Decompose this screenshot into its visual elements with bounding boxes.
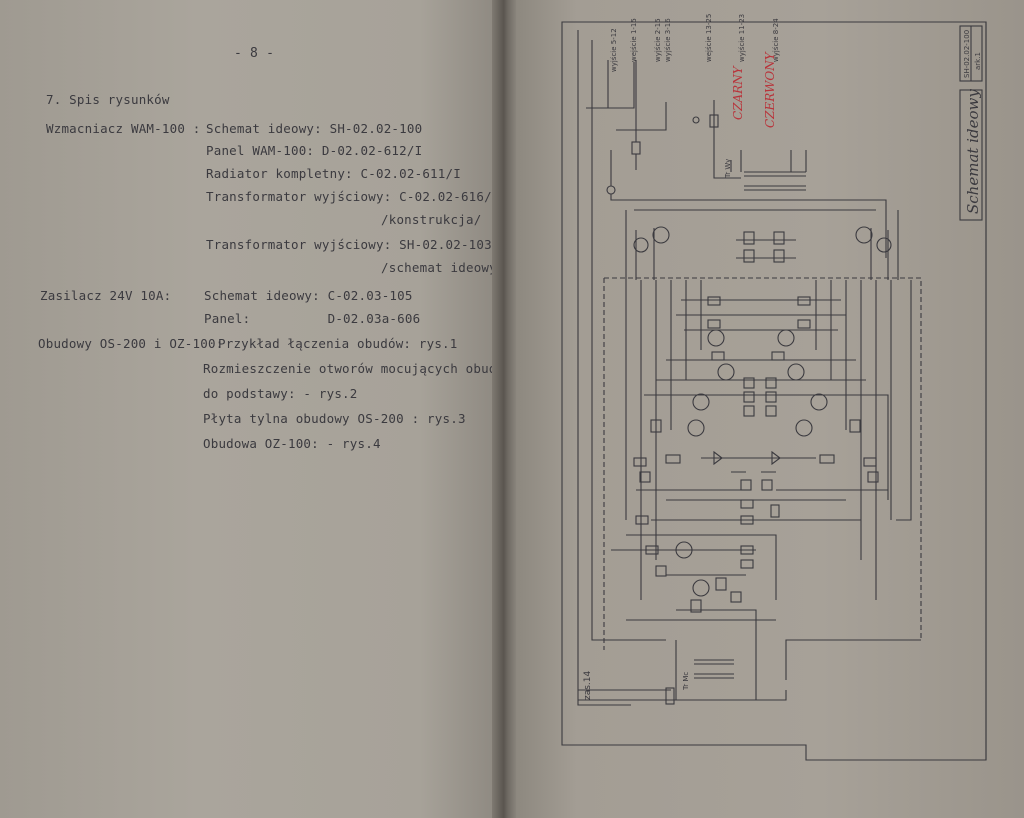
drawing-line: /konstrukcja/	[381, 212, 482, 227]
drawing-line: Transformator wyjściowy: C-02.02-616/I	[206, 189, 494, 204]
group-label-amplifier: Wzmacniacz WAM-100 :	[46, 121, 201, 136]
terminal-label: wyjście 8-24	[772, 18, 780, 62]
title-block-sheet: ark.1	[974, 52, 982, 70]
left-page: - 8 - 7. Spis rysunków Wzmacniacz WAM-10…	[0, 0, 494, 818]
terminal-label: wyjście 5-12	[610, 28, 618, 72]
drawing-line: Schemat ideowy: C-02.03-105	[204, 288, 413, 303]
terminal-label: wyjście 2-15	[654, 18, 662, 62]
drawing-line: Obudowa OZ-100: - rys.4	[203, 436, 381, 451]
terminal-label: wejście 1-15	[630, 18, 638, 62]
drawing-line: Przykład łączenia obudów: rys.1	[218, 336, 458, 351]
terminal-label: wyjście 11-23	[738, 14, 746, 62]
red-annotation: CZERWONY	[763, 51, 777, 128]
drawing-line: Transformator wyjściowy: SH-02.02-103/I	[206, 237, 494, 252]
group-label-power-supply: Zasilacz 24V 10A:	[40, 288, 172, 303]
terminal-label: wejście 13-25	[705, 14, 713, 62]
circuit-schematic: wyjście 5-12 wejście 1-15 wyjście 2-15 w…	[561, 14, 987, 761]
group-label-enclosures: Obudowy OS-200 i OZ-100:	[38, 336, 224, 351]
title-block-code: SH-02.02-100	[963, 30, 971, 78]
transformer-label: Tr Mc	[682, 672, 690, 691]
drawing-line: do podstawy: - rys.2	[203, 386, 358, 401]
section-title: 7. Spis rysunków	[46, 92, 170, 107]
drawing-line: Schemat ideowy: SH-02.02-100	[206, 121, 423, 136]
drawing-line: /schemat ideowy/	[381, 260, 494, 275]
power-label: zas.14	[583, 670, 593, 700]
schematic-title: Schemat ideowy	[964, 89, 982, 214]
book-gutter	[492, 0, 518, 818]
terminal-label: wyjście 3-16	[664, 18, 672, 62]
right-page: wyjście 5-12 wejście 1-15 wyjście 2-15 w…	[516, 0, 1024, 818]
drawing-line: Rozmieszczenie otworów mocujących obudo	[203, 361, 494, 376]
drawing-line: Radiator kompletny: C-02.02-611/I	[206, 166, 461, 181]
drawing-line: Płyta tylna obudowy OS-200 : rys.3	[203, 411, 466, 426]
red-annotation: CZARNY	[731, 65, 745, 120]
page-number: - 8 -	[234, 46, 275, 61]
transformer-label: Tr Wy	[724, 159, 732, 179]
drawing-line: Panel: D-02.03a-606	[204, 311, 421, 326]
drawing-line: Panel WAM-100: D-02.02-612/I	[206, 143, 423, 158]
